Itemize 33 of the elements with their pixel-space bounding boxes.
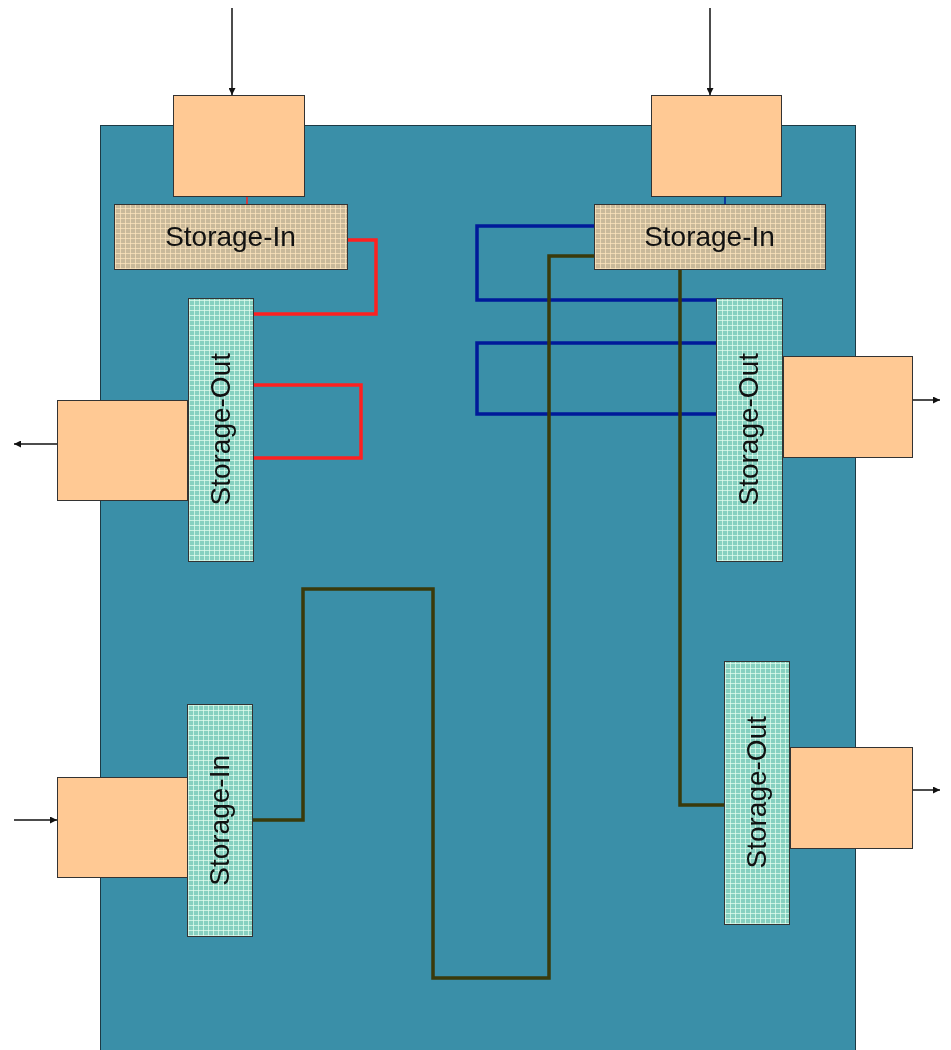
port-box (173, 95, 305, 197)
box-label: Storage-Out (206, 353, 235, 506)
storage-box (715, 297, 783, 562)
storage-box (113, 203, 348, 270)
connector-line (253, 254, 594, 980)
container-panel (100, 125, 856, 1050)
connector-line (475, 224, 716, 302)
port-box (783, 356, 913, 458)
port-box (651, 95, 782, 197)
box-label: Storage-In (165, 222, 296, 251)
box-label: Storage-In (205, 754, 234, 886)
connector-line (254, 238, 378, 316)
port-box (57, 777, 188, 878)
arrow (706, 7, 714, 96)
storage-box (723, 660, 790, 925)
port-box (57, 400, 188, 501)
arrow (13, 816, 58, 824)
connector-line (246, 196, 248, 205)
connector-line (678, 270, 724, 807)
box-label: Storage-In (644, 222, 775, 251)
connector-line (724, 196, 726, 205)
storage-box (186, 703, 253, 937)
connector-line (475, 341, 716, 416)
storage-box (187, 297, 254, 562)
port-box (790, 747, 913, 849)
arrow (912, 396, 941, 404)
arrow (912, 786, 941, 794)
box-label: Storage-Out (735, 353, 763, 506)
arrow (13, 440, 58, 448)
connector-line (254, 383, 363, 460)
storage-box (593, 203, 826, 270)
arrow (228, 7, 236, 96)
box-label: Storage-Out (742, 716, 771, 869)
